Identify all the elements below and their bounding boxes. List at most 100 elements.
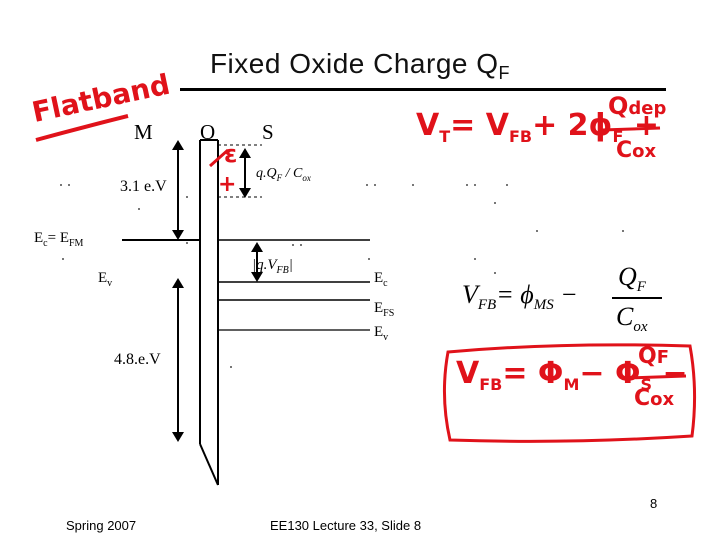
flatband-voltage-sub: FB [276, 265, 289, 276]
equation-minus: − [560, 280, 578, 309]
vfb-annotation-box [442, 343, 697, 443]
vt-f: F [612, 127, 624, 146]
artifact-dot [494, 202, 496, 204]
fermi-semi-sub: FS [383, 308, 395, 319]
artifact-dot [186, 196, 188, 198]
label-semiconductor: S [262, 120, 274, 144]
valence-right-e: E [374, 324, 384, 340]
charge-shift-sub1: F [276, 172, 283, 183]
qf-q: Q [638, 344, 657, 369]
annotation-cox2: Cox [634, 386, 674, 411]
charge-shift-mid: / C [282, 166, 303, 181]
artifact-dot [466, 184, 468, 186]
vt-plus: + 2ϕ [532, 108, 613, 143]
label-flatband-voltage: |q.VFB| [252, 257, 293, 276]
valence-left-e: E [98, 270, 108, 286]
artifact-dot [292, 244, 294, 246]
artifact-dot [474, 184, 476, 186]
qdep-sub: dep [628, 98, 667, 119]
oxide-bottom-edge [199, 443, 219, 486]
equation-equals-phi: = ϕ [496, 280, 534, 309]
equation-numerator: QF [618, 262, 646, 296]
artifact-dot [300, 244, 302, 246]
qf-fraction-bar [625, 374, 687, 380]
annotation-vt-equation: VT= VFB+ 2ϕF + [416, 108, 659, 146]
conduction-right-e: E [374, 270, 384, 286]
vfb-minus2: − [662, 356, 688, 391]
artifact-dot [494, 272, 496, 274]
label-valence-left: Ev [98, 270, 112, 289]
equation-denominator: Cox [616, 302, 648, 336]
equation-den-sub: ox [633, 319, 648, 336]
artifact-dot [186, 242, 188, 244]
annotation-vfb-equation: VFB= ΦM− ΦS − [456, 356, 688, 394]
fermi-metal-e: E [34, 230, 44, 246]
annotation-plus-charge: + [218, 172, 237, 197]
charge-shift-text: q.Q [256, 166, 277, 181]
cox2-c: C [634, 386, 651, 411]
vt-v: V [416, 108, 440, 143]
fermi-metal-sub1: c [43, 238, 48, 249]
title-underline [180, 88, 666, 91]
field-arrow [209, 148, 229, 168]
artifact-dot [368, 258, 370, 260]
vfb-rest: = Φ [502, 356, 564, 391]
artifact-dot [138, 208, 140, 210]
vt-fb: FB [508, 127, 533, 146]
vfb-s: S [640, 375, 652, 394]
label-fermi-metal: Ec= EFM [34, 230, 83, 249]
artifact-dot [68, 184, 70, 186]
vt-rest: = V [450, 108, 509, 143]
slide-title: Fixed Oxide Charge QF [0, 48, 720, 84]
fermi-semi-e: E [374, 300, 384, 316]
equation-den: C [616, 302, 634, 331]
artifact-dot [60, 184, 62, 186]
cox-c: C [616, 138, 633, 163]
artifact-dot [366, 184, 368, 186]
equation-phi-sub: MS [533, 297, 554, 314]
vt-sub: T [439, 127, 451, 146]
cox2-sub: ox [650, 389, 675, 410]
valence-right-sub: v [383, 332, 389, 343]
qf-sub: F [656, 347, 669, 368]
artifact-dot [412, 184, 414, 186]
artifact-dot [622, 230, 624, 232]
valence-left-sub: v [107, 278, 113, 289]
artifact-dot [230, 366, 232, 368]
qdep-fraction-bar [601, 126, 661, 132]
charge-shift-sub2: ox [302, 172, 311, 183]
flatband-voltage-end: | [288, 257, 293, 273]
label-barrier-bottom: 4.8.e.V [114, 351, 161, 368]
label-barrier-top: 3.1 e.V [120, 178, 167, 195]
cox-sub: ox [632, 141, 657, 162]
vt-plus2: + [633, 108, 659, 143]
label-valence-right: Ev [374, 324, 388, 343]
slide-title-subscript: F [498, 63, 511, 83]
flatband-underline [35, 114, 129, 142]
slide-title-text: Fixed Oxide Charge Q [209, 48, 499, 79]
equation-vfb: VFB= ϕMS − [462, 280, 578, 314]
artifact-dot [536, 230, 538, 232]
vfb-sub: FB [479, 375, 503, 394]
annotation-qf: QF [638, 344, 669, 369]
label-charge-shift: q.QF / Cox [256, 166, 311, 183]
equation-num: Q [618, 262, 637, 291]
annotation-field: ε [224, 140, 238, 168]
vfb-v: V [456, 356, 480, 391]
qdep-q: Q [608, 92, 629, 120]
flatband-voltage-text: |q.V [252, 257, 277, 273]
label-oxide: O [200, 120, 216, 144]
vfb-minus: − Φ [579, 356, 641, 391]
label-fermi-semi: EFS [374, 300, 394, 319]
annotation-cox: Cox [616, 138, 656, 163]
artifact-dot [374, 184, 376, 186]
artifact-dot [474, 258, 476, 260]
footer-left: Spring 2007 [66, 518, 137, 533]
footer-center: EE130 Lecture 33, Slide 8 [270, 518, 422, 533]
label-metal: M [134, 120, 153, 144]
footer-page-number: 8 [650, 496, 658, 511]
fermi-metal-sub2: FM [69, 238, 84, 249]
conduction-right-sub: c [383, 278, 388, 289]
equation-num-sub: F [636, 279, 646, 296]
